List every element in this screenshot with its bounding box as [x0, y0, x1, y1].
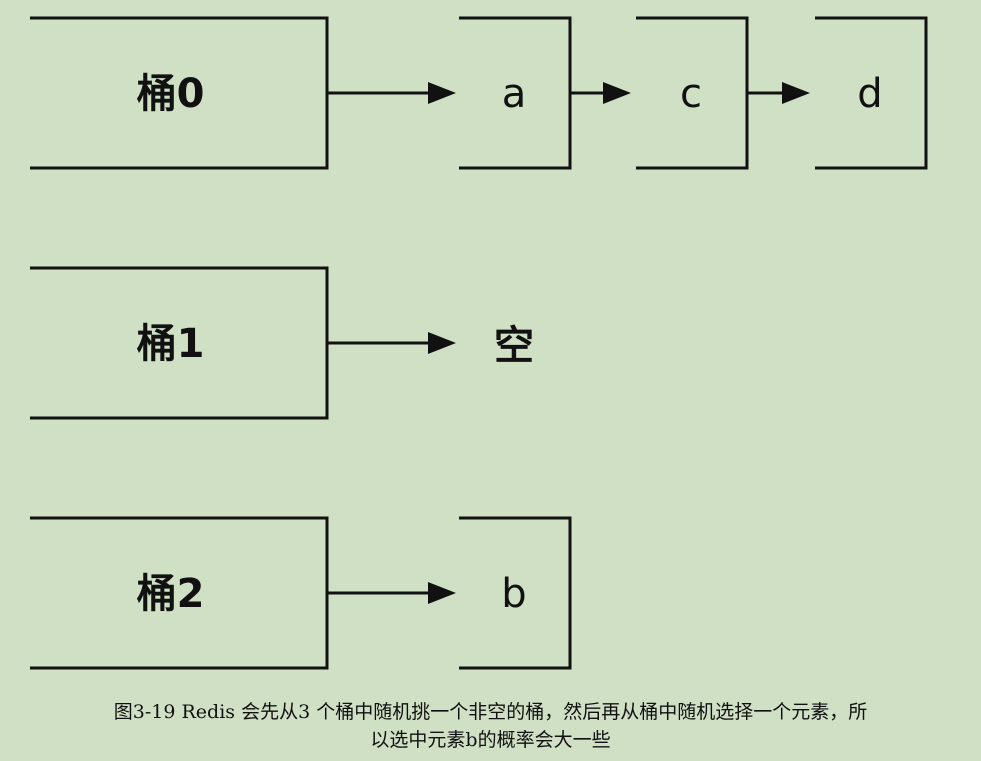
bucket-row-2: 桶2 b: [30, 516, 572, 670]
arrow-head: [428, 582, 456, 604]
arrow-to-node: [327, 82, 456, 104]
bucket-row-1: 桶1 空: [30, 266, 534, 420]
chain-node: c: [636, 16, 749, 170]
figure-caption: 图3-19 Redis 会先从3 个桶中随机挑一个非空的桶，然后再从桶中随机选择…: [0, 698, 981, 754]
arrow-to-node: [747, 82, 810, 104]
hash-buckets-diagram: 桶0 a c d 桶1 空桶2 b: [30, 16, 928, 670]
arrow-to-node: [327, 582, 456, 604]
arrow-to-empty: [327, 332, 456, 354]
node-box: [815, 16, 928, 170]
node-label: d: [857, 71, 882, 117]
bucket-label: 桶2: [137, 571, 205, 617]
arrow-head: [428, 82, 456, 104]
node-label: a: [502, 71, 527, 117]
arrow-to-node: [570, 82, 631, 104]
caption-line-1: 图3-19 Redis 会先从3 个桶中随机挑一个非空的桶，然后再从桶中随机选择…: [113, 701, 868, 723]
node-box: [459, 516, 572, 670]
caption-line-2: 以选中元素b的概率会大一些: [370, 729, 611, 751]
node-label: c: [680, 71, 702, 117]
chain-node: d: [815, 16, 928, 170]
bucket-label: 桶0: [137, 71, 205, 117]
arrow-head: [782, 82, 810, 104]
node-label: b: [501, 571, 526, 617]
empty-marker: 空: [494, 323, 534, 369]
arrow-head: [603, 82, 631, 104]
chain-node: a: [459, 16, 572, 170]
arrow-head: [428, 332, 456, 354]
chain-node: b: [459, 516, 572, 670]
bucket-label: 桶1: [137, 321, 205, 367]
